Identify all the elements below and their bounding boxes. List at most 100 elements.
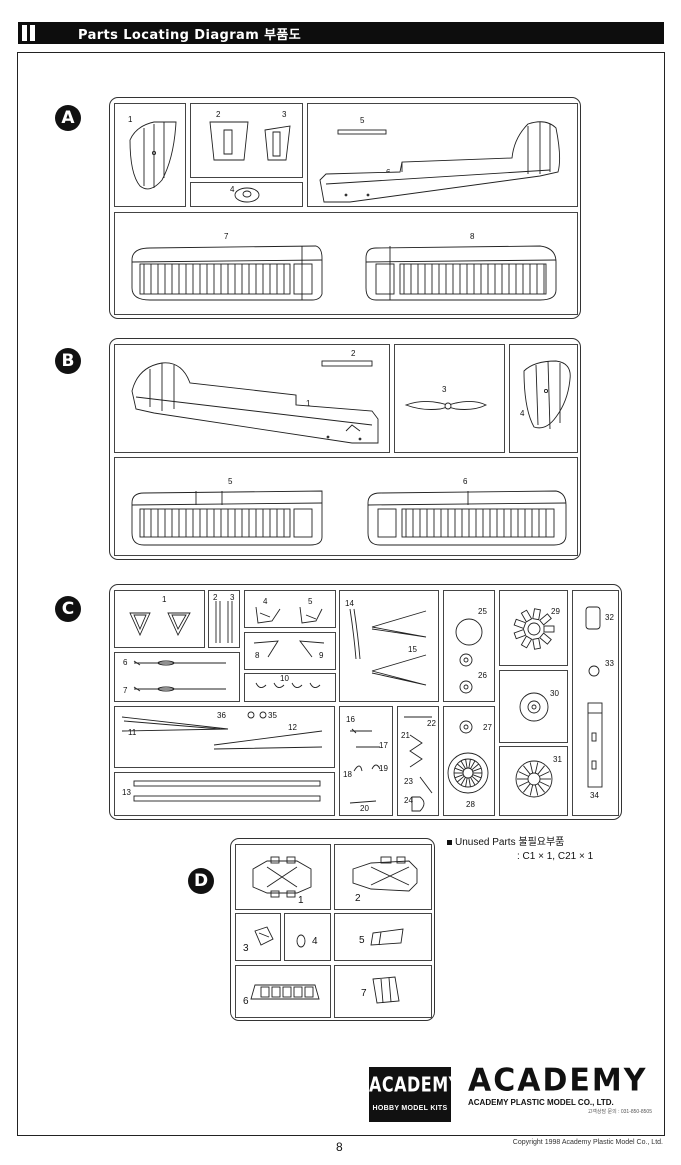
sprue-d-cell-4 xyxy=(284,913,331,961)
detail-line xyxy=(523,765,531,775)
logo-main-text: ACADEMY xyxy=(369,1072,461,1097)
engine-cylinder xyxy=(520,635,533,649)
part-label: 4 xyxy=(520,409,525,418)
unused-parts-label-kr: 불필요부품 xyxy=(518,837,565,848)
page-number: 8 xyxy=(336,1140,343,1154)
sprue-d-cell-5 xyxy=(334,913,432,961)
engine-cylinder xyxy=(539,632,552,645)
part-label: 3 xyxy=(442,385,447,394)
sprue-c: 1 2 3 4 5 6 7 8 9 10 11 12 13 14 15 16 1… xyxy=(109,584,622,820)
sprue-c-cell-21-24 xyxy=(397,706,439,816)
sprue-d-cell-2 xyxy=(334,844,432,910)
sprue-d-cell-6 xyxy=(235,965,331,1018)
part-label: 17 xyxy=(379,741,388,750)
detail-line xyxy=(468,759,471,769)
part-label: 4 xyxy=(230,185,235,194)
part-label: 2 xyxy=(213,593,218,602)
detail-line xyxy=(472,767,482,772)
sprue-c-cell-1 xyxy=(114,590,205,648)
unused-parts-items: : C1 × 1, C21 × 1 xyxy=(517,851,594,862)
sprue-a-cell-7-8 xyxy=(114,212,578,315)
engine-cylinder xyxy=(539,613,552,626)
part-label: 36 xyxy=(217,711,226,720)
sprue-c-cell-31 xyxy=(499,746,568,816)
part-label: 2 xyxy=(355,893,361,904)
part-label: 30 xyxy=(550,689,559,698)
part-label: 19 xyxy=(379,764,388,773)
part-label: 10 xyxy=(280,674,289,683)
sprue-c-cell-16-20 xyxy=(339,706,393,816)
sprue-d-parts-drawing xyxy=(250,856,418,1004)
copyright: Copyright 1998 Academy Plastic Model Co.… xyxy=(512,1139,663,1146)
unused-parts-note: Unused Parts 불필요부품 : C1 × 1, C21 × 1 xyxy=(447,836,593,864)
detail-line xyxy=(456,763,465,771)
sprue-b: 1 2 3 4 5 6 xyxy=(109,338,581,560)
phone-line: 고객상담 문의 : 031-850-8505 xyxy=(587,1109,652,1115)
part-label: 14 xyxy=(345,599,354,608)
sprue-c-cell-30 xyxy=(499,670,568,743)
part-label: 1 xyxy=(298,895,304,906)
part-label: 1 xyxy=(162,595,167,604)
sprue-c-cell-11-12 xyxy=(114,706,335,768)
seat-detail xyxy=(271,986,281,998)
unused-parts-label: Unused Parts xyxy=(455,837,516,848)
brand-block: ACADEMY ACADEMY PLASTIC MODEL CO., LTD. … xyxy=(468,1065,652,1115)
part-label: 1 xyxy=(128,115,133,124)
part-label: 25 xyxy=(478,607,487,616)
part-label: 11 xyxy=(128,728,137,737)
detail-line xyxy=(456,775,465,783)
part-label: 7 xyxy=(361,988,367,999)
engine-cylinder xyxy=(532,637,541,650)
sprue-c-cell-10 xyxy=(244,673,336,702)
sprue-b-label: B xyxy=(55,348,81,374)
sprue-c-cell-4-5 xyxy=(244,590,336,628)
detail-line xyxy=(534,762,539,774)
part-label: 5 xyxy=(360,116,365,125)
detail-line xyxy=(539,781,550,787)
sprue-a-parts-drawing xyxy=(129,121,561,301)
sprue-d-cell-3 xyxy=(235,913,281,961)
part-label: 9 xyxy=(319,651,324,660)
sprue-a-cell-5-6 xyxy=(307,103,578,207)
diagram-frame xyxy=(17,52,665,1136)
part-label: 3 xyxy=(243,943,249,954)
part-label: 3 xyxy=(230,593,235,602)
detail-line xyxy=(518,771,529,777)
part-label: 7 xyxy=(224,232,229,241)
sprue-c-cell-14-15 xyxy=(339,590,439,702)
bullet-square-icon xyxy=(447,839,452,845)
part-label: 2 xyxy=(351,349,356,358)
sprue-d-label: D xyxy=(188,868,214,894)
sprue-a-cell-4 xyxy=(190,182,303,207)
part-label: 4 xyxy=(263,597,268,606)
part-label: 6 xyxy=(123,658,128,667)
detail-line xyxy=(534,784,539,796)
detail-line xyxy=(518,781,529,787)
logo-sub-text: HOBBY MODEL KITS xyxy=(372,1105,448,1112)
sprue-c-parts-drawing xyxy=(121,601,603,812)
engine-cylinder xyxy=(520,609,533,623)
part-label: 1 xyxy=(306,399,311,408)
part-label: 23 xyxy=(404,777,413,786)
sprue-c-cell-25-26 xyxy=(443,590,495,702)
sprue-a-label: A xyxy=(55,105,81,131)
header-bars-icon xyxy=(22,25,38,41)
sprue-b-cell-4 xyxy=(509,344,578,453)
part-label: 3 xyxy=(282,110,287,119)
sprue-c-cell-29 xyxy=(499,590,568,666)
part-label: 5 xyxy=(359,935,365,946)
part-label: 8 xyxy=(470,232,475,241)
part-label: 20 xyxy=(360,804,369,813)
part-label: 22 xyxy=(427,719,436,728)
part-label: 7 xyxy=(123,686,128,695)
part-label: 24 xyxy=(404,796,413,805)
part-label: 8 xyxy=(255,651,260,660)
part-label: 27 xyxy=(483,723,492,732)
seat-detail xyxy=(260,986,270,998)
engine-cylinder xyxy=(513,629,527,640)
detail-line xyxy=(471,775,480,783)
engine-cylinder xyxy=(513,618,527,629)
part-label: 2 xyxy=(216,110,221,119)
page-title: Parts Locating Diagram 부품도 xyxy=(78,28,302,43)
detail-line xyxy=(472,774,482,779)
